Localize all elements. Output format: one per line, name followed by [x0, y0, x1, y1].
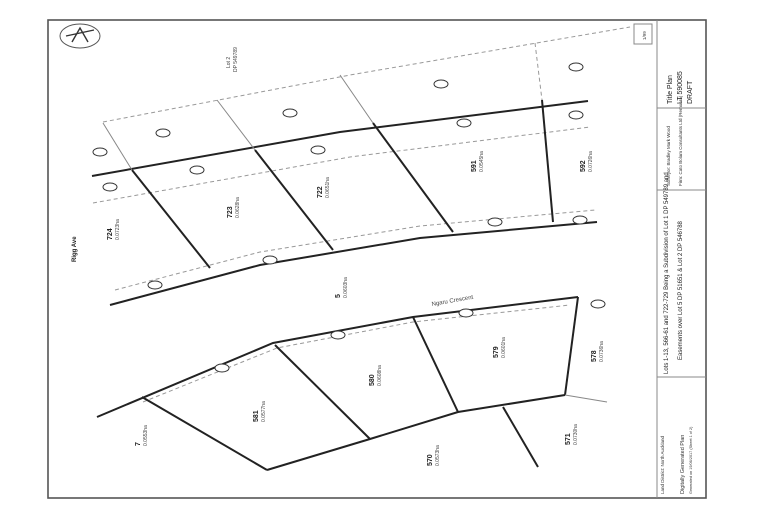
lot-area: 0.0553ha	[143, 425, 149, 446]
lot-number: 722	[317, 186, 324, 198]
lot-number: 592	[580, 160, 587, 172]
boundary-line	[534, 42, 543, 101]
surveyor: Surveyor: Bradley Mark Wood	[666, 126, 671, 186]
easement-markers	[92, 62, 606, 373]
lot-number: 591	[471, 160, 478, 172]
sheet-number: 1/99	[642, 31, 647, 40]
boundary-line	[372, 122, 454, 233]
lot-number: 578	[591, 350, 598, 362]
boundary-line	[266, 394, 566, 471]
boundary-line	[91, 100, 589, 177]
lot-area: 0.0628ha	[235, 197, 241, 218]
lot-number: 580	[369, 374, 376, 386]
lot-area: 0.0601ha	[501, 337, 507, 358]
lot-area: 0.0603ha	[343, 277, 349, 298]
adjoining-lot-label: Lot 2	[226, 57, 232, 68]
lot-number: 724	[107, 228, 114, 240]
road-name-west: Rigg Ave	[72, 236, 78, 262]
boundary-line	[102, 122, 133, 171]
lot-number: 581	[253, 410, 260, 422]
lot-area: 0.0736ha	[599, 341, 605, 362]
plan-status: DRAFT	[687, 80, 694, 104]
lot-area: 0.0545ha	[479, 151, 485, 172]
road-boundary	[109, 221, 598, 306]
lot-area: 0.0573ha	[435, 445, 441, 466]
boundary-line	[92, 126, 591, 204]
lot-number: 7	[135, 442, 142, 446]
lot-area: 0.0577ha	[261, 401, 267, 422]
lot-number: 579	[493, 346, 500, 358]
boundary-line	[502, 406, 539, 468]
firm: Firm: Cato Bolam Consultants Ltd (Remuer…	[678, 95, 683, 186]
boundary-line	[339, 74, 374, 124]
lot-area: 0.0723ha	[115, 219, 121, 240]
sheet-box	[633, 23, 653, 45]
land-district: Land District: North Auckland	[660, 435, 665, 494]
lot-number: 723	[227, 206, 234, 218]
lot-number: 571	[565, 433, 572, 445]
plan-type: Title Plan	[667, 75, 674, 104]
boundary-line	[141, 396, 268, 471]
boundary-line	[216, 99, 256, 151]
boundary-line	[412, 316, 459, 413]
boundary-line	[254, 149, 334, 251]
lot-number: 5	[335, 294, 342, 298]
road-boundary	[96, 296, 579, 418]
boundary-line	[564, 296, 579, 396]
description-line1: Lots 1-13, 566-61 and 722-729 Being a Su…	[664, 172, 670, 374]
north-arrow-icon	[59, 23, 101, 49]
lot-area: 0.0730ha	[573, 424, 579, 445]
boundary-line	[274, 344, 371, 440]
lot-area: 0.0726ha	[588, 151, 594, 172]
boundary-line	[131, 169, 211, 269]
adjoining-lot-dp: DP 549789	[233, 47, 239, 72]
generated-label: Digitally Generated Plan	[680, 435, 686, 494]
boundary-line	[564, 394, 608, 403]
boundary-line	[102, 26, 631, 123]
generated-note: Generated on 19/06/2017 (Sheet 1 of 2)	[689, 426, 693, 494]
lot-number: 570	[427, 454, 434, 466]
road-name-crescent: Ngaru Crescent	[431, 295, 474, 308]
description-line2: Easements over Lot 5 DP 51651 & Lot 2 DP…	[678, 220, 684, 360]
boundary-line	[541, 99, 554, 223]
plan-number: LT 590085	[677, 71, 684, 104]
lot-area: 0.0651ha	[325, 177, 331, 198]
plan-border	[47, 19, 707, 499]
lot-area: 0.0608ha	[377, 365, 383, 386]
road-boundary	[114, 209, 596, 291]
